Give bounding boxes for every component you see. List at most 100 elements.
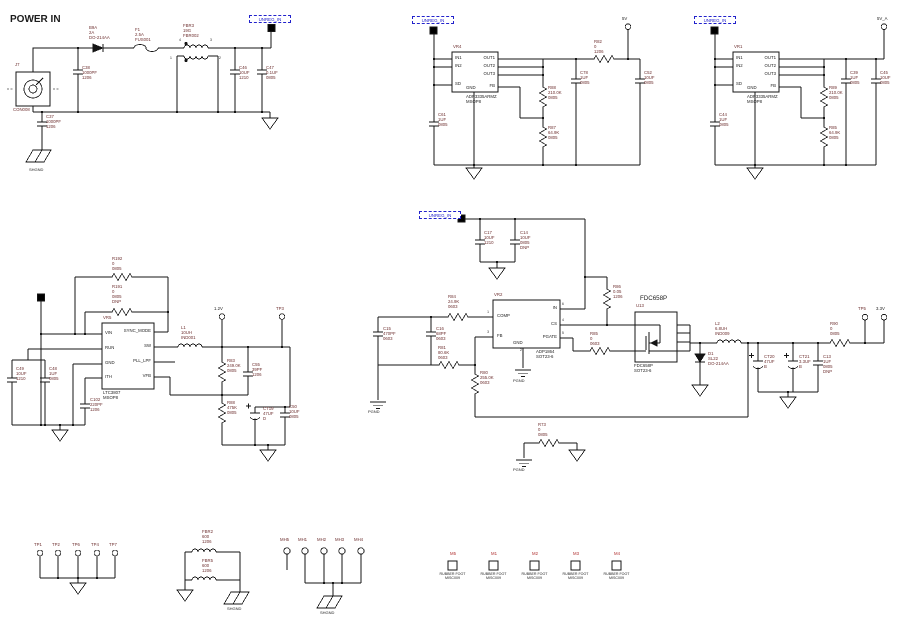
- resistor-symbol: [587, 347, 613, 355]
- label-vin: VIN: [105, 330, 113, 335]
- junction-dots: [39, 46, 878, 585]
- resistor-symbol: [436, 361, 462, 369]
- resistor-symbol: [827, 339, 853, 347]
- label-in1: IN1: [736, 55, 743, 60]
- power-flag: [880, 23, 888, 30]
- label-tp4: TP4: [91, 542, 99, 547]
- label-ltc3807: LTC3807 MSOP8: [103, 390, 121, 400]
- label-c55: C55 39PF 1206: [252, 362, 263, 377]
- label-fdc658p: FDC658P SOT23-6: [634, 363, 653, 373]
- label-sd: SD: [455, 81, 461, 86]
- gnd-symbol: [691, 384, 709, 397]
- label-c48: C48 1UF 0805: [49, 366, 59, 381]
- label-c38: C38 1000PF 1206: [82, 65, 98, 80]
- label-fb: FB: [497, 333, 503, 338]
- shgnd-symbol: [316, 595, 343, 609]
- label-mh1: MH1: [298, 537, 308, 542]
- label-fb: FB: [770, 83, 777, 88]
- label-r85: R85 64.9K 0805: [829, 125, 841, 140]
- label-adp3335armz: ADP3335ARMZ MSOP8: [466, 94, 497, 104]
- label-mh4: MH4: [354, 537, 364, 542]
- testpoint-symbol: [111, 549, 119, 557]
- section-buck-3v3: [369, 214, 888, 467]
- mounting-hole-symbol: [338, 547, 346, 555]
- label-c15: C15 470PF 0603: [383, 326, 396, 341]
- resistor-symbol: [109, 273, 135, 281]
- label-r73: R73 0 0805: [538, 422, 548, 437]
- gnd-symbol: [69, 582, 87, 595]
- label-tp6: TP6: [72, 542, 80, 547]
- resistor-symbol: [820, 84, 828, 110]
- mounting-hole-symbol: [357, 547, 365, 555]
- mounting-hole-symbol: [320, 547, 328, 555]
- gnd-symbol: [488, 267, 506, 280]
- label-c13: C13 1UF 0805 DNP: [823, 354, 833, 374]
- diode-symbol: [92, 43, 105, 53]
- label-power: POWER IN: [10, 14, 61, 25]
- label-out2: OUT2: [483, 63, 495, 68]
- label-2: 2: [520, 348, 522, 352]
- rubber-foot-symbol: [529, 560, 540, 571]
- label-m2: M2: [532, 551, 538, 556]
- label-r81: R81 80.6K 0603: [438, 345, 450, 360]
- label-out3: OUT3: [483, 71, 495, 76]
- label-c46: C46 10UF 1210: [239, 65, 250, 80]
- gnd-symbol: [465, 167, 483, 180]
- inductor-symbol: [183, 44, 209, 49]
- label-1: 1: [170, 56, 172, 60]
- label-vr2: VR2: [494, 292, 503, 297]
- resistor-symbol: [445, 313, 471, 321]
- gnd-symbol: [261, 117, 279, 130]
- section-buck-1v2: [7, 273, 291, 462]
- label-c61: C61 1UF 0805: [438, 112, 448, 127]
- label-mh5: MH5: [280, 537, 290, 542]
- label-tp7: TP7: [109, 542, 117, 547]
- testpoint-symbol: [74, 549, 82, 557]
- label-c44: C44 1UF 0805: [719, 112, 729, 127]
- label-ct19: CT19 47UF D: [263, 406, 274, 421]
- label-gnd: GND: [105, 360, 115, 365]
- gnd-symbol: [259, 449, 277, 462]
- label-rubber: RUBBER FOOT MISC009: [521, 572, 548, 581]
- power-flag: [624, 23, 632, 30]
- label-j7: J7: [15, 62, 20, 67]
- label-cs: CS: [551, 321, 557, 326]
- section-ldo-5v: [429, 23, 645, 180]
- net-label-unreg_in: UNREG_IN: [694, 16, 736, 24]
- testpoint-symbol: [54, 549, 62, 557]
- label-5v_a: 5V_A: [877, 16, 888, 21]
- net-stub: [710, 26, 719, 35]
- label-adp1864: ADP1864 SOT23-6: [536, 349, 555, 359]
- label-r85: R85 0 0603: [590, 331, 600, 346]
- label-5v: 5V: [622, 16, 628, 21]
- shgnd-symbol: [223, 591, 250, 605]
- net-stub: [429, 26, 438, 35]
- label-rubber: RUBBER FOOT MISC009: [480, 572, 507, 581]
- label-out3: OUT3: [764, 71, 776, 76]
- label-shgnd: SHGND: [320, 610, 335, 615]
- pgnd-symbol: [515, 459, 533, 467]
- section-ldo-5va: [710, 23, 888, 180]
- testpoint-symbol: [93, 549, 101, 557]
- ferrite-symbol: [191, 576, 217, 581]
- label-3: 3: [487, 330, 489, 334]
- fuse-symbol: [133, 44, 159, 52]
- label-mh2: MH2: [317, 537, 327, 542]
- power-flag: [218, 313, 226, 320]
- label-r89: R89 210.0K 0805: [829, 85, 843, 100]
- label-sd: SD: [736, 81, 742, 86]
- label-run: RUN: [105, 345, 115, 350]
- label-r192: R192 0 0805: [112, 256, 123, 271]
- label-vfb: VFB: [142, 373, 151, 378]
- label-c37: C37 1000PF 1206: [46, 114, 62, 129]
- label-2: 2: [219, 56, 221, 60]
- label-in: IN: [552, 305, 557, 310]
- label-pgnd: PGND: [368, 409, 380, 414]
- label-sw: SW: [144, 343, 151, 348]
- testpoint-symbol: [36, 549, 44, 557]
- label-adp3335armz: ADP3335ARMZ MSOP8: [747, 94, 778, 104]
- label-r83: R83 249.0K 0805: [227, 358, 241, 373]
- net-stub: [267, 24, 276, 32]
- label-b9a: B9A 2A DO-214AA: [89, 25, 110, 40]
